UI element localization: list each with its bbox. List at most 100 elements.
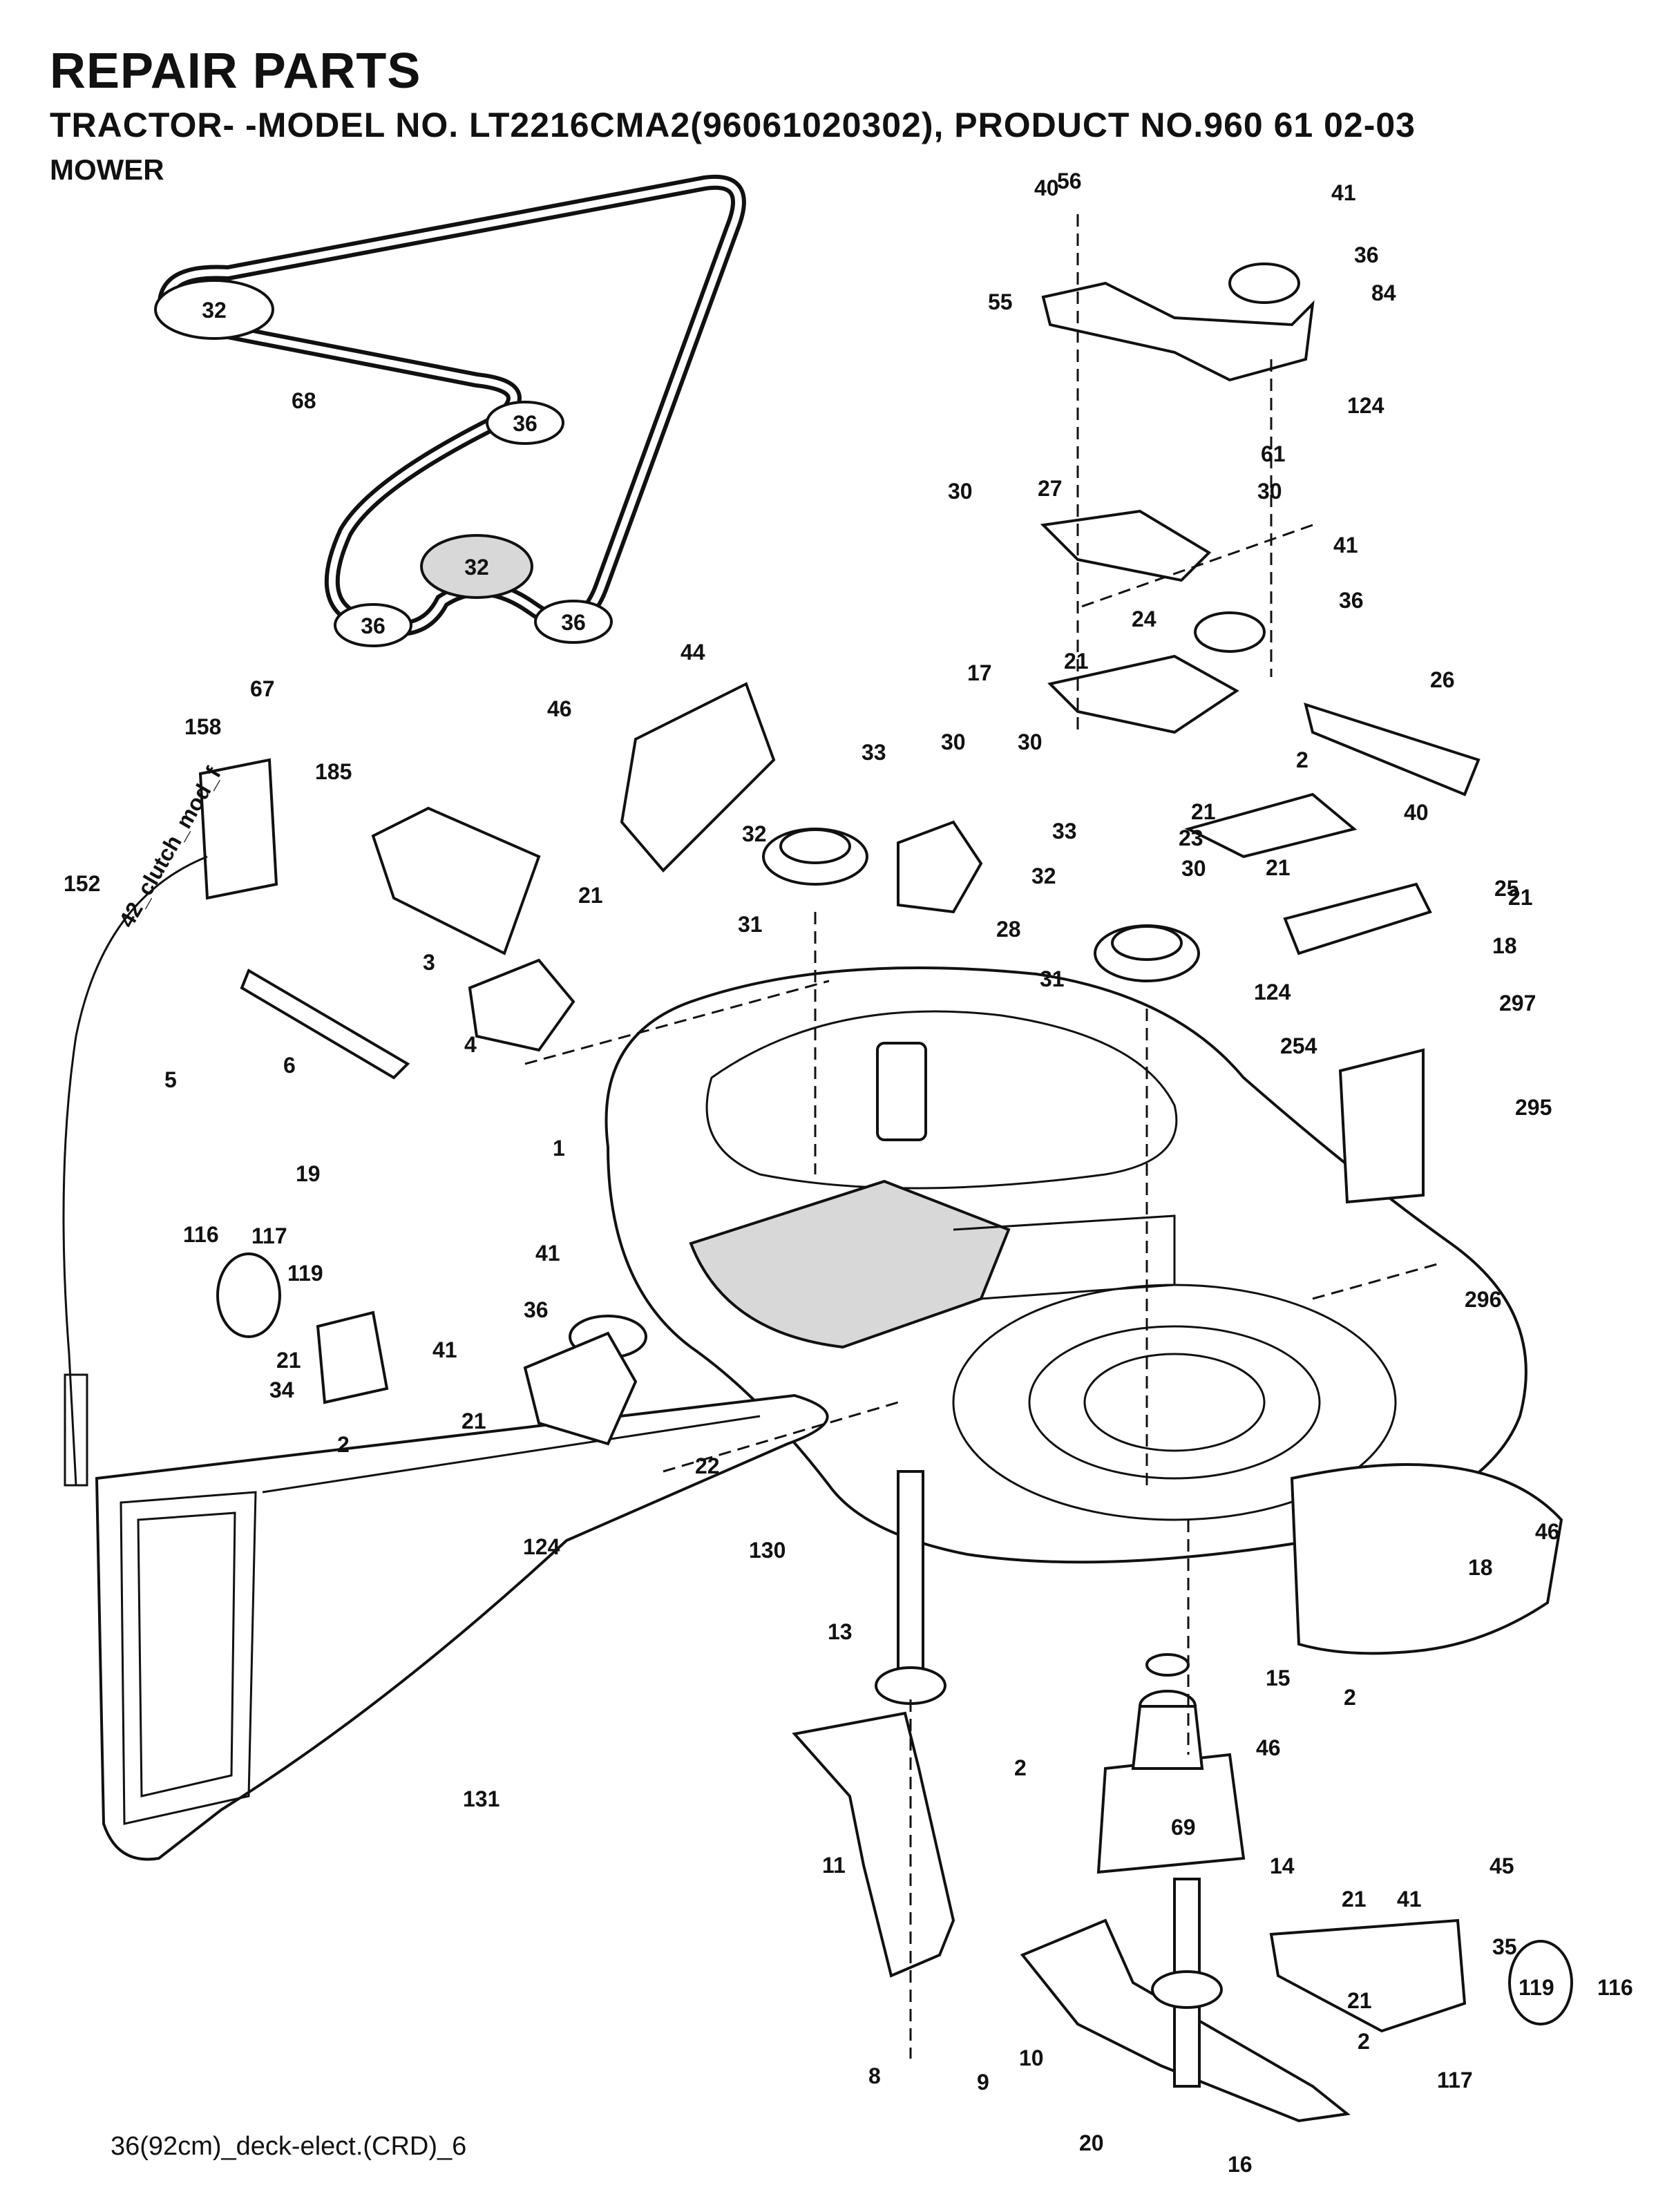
callout-number: 116 xyxy=(183,1222,219,1247)
callout-number: 31 xyxy=(1040,966,1065,991)
callout-number: 23 xyxy=(1179,826,1203,850)
callout-number: 30 xyxy=(948,479,973,504)
callout-number: 21 xyxy=(1342,1887,1367,1911)
callout-number: 21 xyxy=(461,1409,486,1433)
callout-number: 32 xyxy=(1031,864,1056,888)
callout-number: 295 xyxy=(1515,1095,1552,1120)
callout-number: 22 xyxy=(695,1453,720,1478)
pulley-icon xyxy=(334,603,412,647)
callout-number: 8 xyxy=(868,2063,881,2088)
callout-number: 5 xyxy=(164,1067,177,1092)
callout-number: 21 xyxy=(276,1348,301,1373)
callout-number: 24 xyxy=(1132,607,1157,631)
belt-pulley-label: 32 xyxy=(464,555,489,580)
callout-number: 13 xyxy=(828,1619,853,1644)
belt-pulley-label: 36 xyxy=(361,613,386,638)
callout-number: 41 xyxy=(1331,180,1356,205)
belt-pulley-label: 32 xyxy=(202,298,227,323)
callout-number: 2 xyxy=(1014,1755,1027,1780)
callout-number: 117 xyxy=(251,1223,287,1248)
callout-number: 67 xyxy=(250,676,275,701)
section-title: MOWER xyxy=(50,153,164,186)
callout-number: 2 xyxy=(337,1432,350,1457)
assembly-guides xyxy=(524,214,1438,2059)
callout-number: 41 xyxy=(432,1337,457,1362)
spindle-assembly xyxy=(875,1470,1246,2088)
callout-number: 40 xyxy=(1404,800,1429,825)
callout-number: 20 xyxy=(1079,2130,1104,2155)
callout-number: 124 xyxy=(1254,980,1291,1004)
callout-number: 131 xyxy=(463,1786,499,1811)
belt-pulley-label: 36 xyxy=(513,411,537,436)
callout-number: 16 xyxy=(1228,2152,1253,2177)
pulleys xyxy=(216,263,1573,2025)
callout-number: 21 xyxy=(1347,1988,1372,2013)
callout-number: 26 xyxy=(1430,667,1455,692)
model-subtitle: TRACTOR- -MODEL NO. LT2216CMA2(960610203… xyxy=(50,106,1416,144)
callout-number: 33 xyxy=(862,740,886,765)
callout-number: 2 xyxy=(1344,1685,1356,1710)
callout-number: 40 xyxy=(1034,175,1059,200)
callout-number: 44 xyxy=(681,640,705,665)
callout-number: 158 xyxy=(184,714,221,739)
callout-number: 36 xyxy=(524,1297,549,1322)
drawing-reference: 36(92cm)_deck-elect.(CRD)_6 xyxy=(111,2132,467,2161)
pulley-icon xyxy=(534,600,613,644)
belt-diagram: 32 36 32 36 36 xyxy=(154,174,746,647)
callout-number: 69 xyxy=(1171,1815,1196,1840)
callout-number: 21 xyxy=(1508,885,1533,910)
callout-number: 45 xyxy=(1490,1853,1514,1878)
callout-number: 17 xyxy=(967,660,992,685)
callout-number: 124 xyxy=(1347,393,1384,418)
callout-number: 130 xyxy=(749,1538,786,1563)
callout-number: 1 xyxy=(553,1136,565,1161)
callout-number: 296 xyxy=(1465,1287,1501,1312)
callout-number: 4 xyxy=(464,1032,477,1057)
callout-number: 254 xyxy=(1280,1033,1317,1058)
pulley-icon xyxy=(154,279,274,340)
pulley-icon xyxy=(486,401,564,445)
callout-number: 61 xyxy=(1261,441,1286,466)
callout-number: 30 xyxy=(1181,856,1206,881)
callout-number: 46 xyxy=(1535,1519,1560,1544)
callout-number: 18 xyxy=(1468,1555,1493,1580)
pulley-icon xyxy=(420,534,533,599)
blades xyxy=(792,1711,1351,2123)
callout-number: 46 xyxy=(1256,1735,1281,1760)
callout-number: 21 xyxy=(578,883,603,908)
callout-number: 41 xyxy=(1397,1887,1422,1911)
callout-number: 10 xyxy=(1019,2046,1044,2070)
callout-number: 31 xyxy=(738,912,763,937)
callout-number: 3 xyxy=(423,950,435,975)
callout-number: 55 xyxy=(988,289,1013,314)
callout-number: 11 xyxy=(822,1853,846,1878)
callout-number: 18 xyxy=(1492,933,1517,958)
callout-number: 68 xyxy=(292,388,316,413)
callout-number: 41 xyxy=(1333,533,1358,557)
callout-number: 15 xyxy=(1266,1666,1291,1690)
callout-number: 28 xyxy=(996,917,1021,942)
brackets xyxy=(198,281,1563,2033)
mower-deck xyxy=(605,966,1527,1564)
callout-number: 46 xyxy=(547,696,572,721)
callout-number: 56 xyxy=(1057,169,1082,193)
page-title: REPAIR PARTS xyxy=(50,44,421,99)
callout-number: 6 xyxy=(283,1053,296,1078)
callout-number: 36 xyxy=(1339,588,1364,613)
callout-number: 30 xyxy=(941,730,966,754)
callout-number: 117 xyxy=(1437,2068,1473,2092)
callout-number: 21 xyxy=(1191,799,1216,824)
callout-number: 119 xyxy=(287,1261,323,1286)
callout-number: 35 xyxy=(1492,1934,1517,1959)
callout-number: 32 xyxy=(742,821,767,846)
callout-number: 2 xyxy=(1358,2029,1370,2054)
callout-number: 21 xyxy=(1064,649,1089,674)
callout-number: 30 xyxy=(1257,479,1282,504)
callout-number: 21 xyxy=(1266,855,1291,880)
bagger-chute xyxy=(95,1393,829,1861)
callout-number: 116 xyxy=(1597,1975,1633,2000)
callout-number: 41 xyxy=(535,1241,560,1266)
callout-number: 34 xyxy=(269,1377,294,1402)
